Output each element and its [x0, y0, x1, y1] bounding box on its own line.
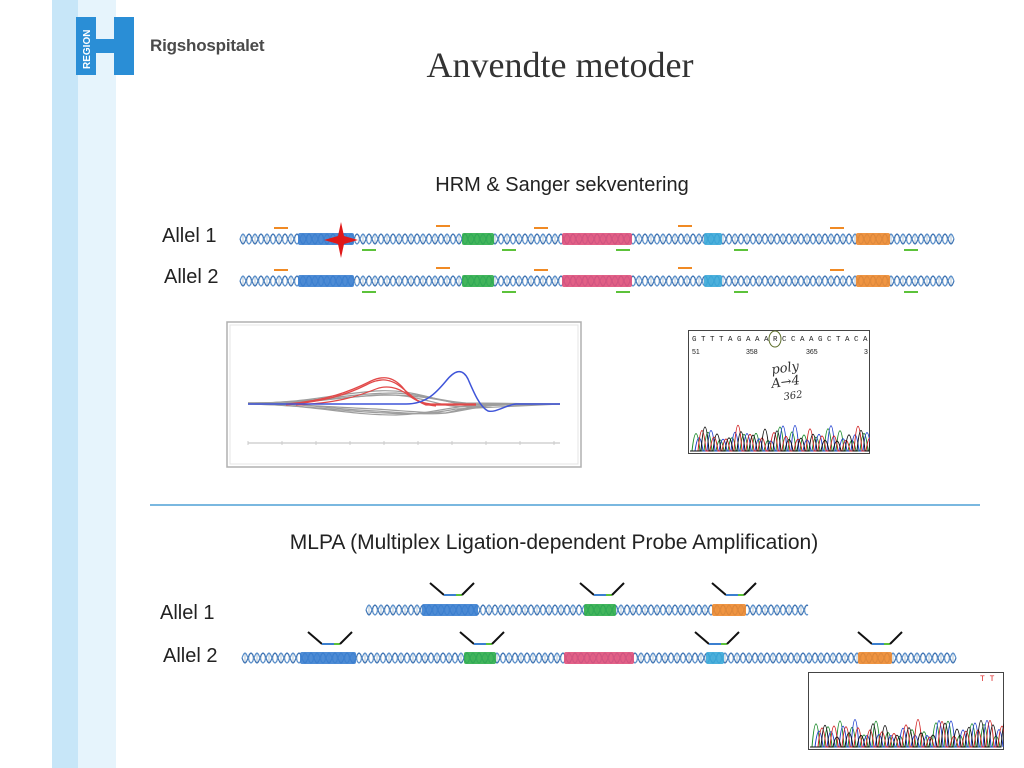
sanger-chromatogram: G T T T A G A A A R C C A A G C T A C A …: [688, 330, 870, 454]
hrm-heading: HRM & Sanger sekventering: [435, 174, 689, 196]
hrm-allel2-label: Allel 2: [164, 266, 219, 288]
left-accent-band: [52, 0, 78, 768]
mlpa-allel1-strand: [365, 604, 809, 616]
mutation-star-icon: [324, 222, 358, 258]
mlpa-allel2-strand: [241, 652, 957, 664]
left-accent-band-light: [78, 0, 116, 768]
sanger-traces: [690, 425, 870, 452]
mlpa-allel1-label: Allel 1: [160, 602, 215, 624]
sanger-position-3: 365: [806, 349, 818, 356]
mini-chromatogram-traces: [810, 719, 1004, 748]
mlpa-allel2-label: Allel 2: [163, 645, 218, 667]
annotation-line-2: A→4: [769, 373, 800, 392]
slide-title: Anvendte metoder: [426, 45, 694, 85]
hrm-melt-curve-plot: [226, 321, 582, 468]
annotation-line-3: 362: [783, 389, 803, 403]
mlpa-heading: MLPA (Multiplex Ligation-dependent Probe…: [289, 531, 819, 554]
hrm-allel2-strand: [239, 267, 955, 293]
hrm-allel1-strand: [239, 225, 955, 251]
logo-badge-text: REGION: [82, 30, 93, 69]
sanger-position-1: 51: [692, 349, 700, 356]
annotation-line-1: poly: [770, 359, 800, 378]
hrm-allel1-label: Allel 1: [162, 225, 217, 247]
mini-chromatogram: T T: [808, 672, 1004, 750]
sanger-position-4: 3: [864, 349, 868, 356]
region-h-logo: REGION: [76, 17, 134, 75]
mini-chromatogram-label: T T: [980, 675, 995, 684]
organization-name: Rigshospitalet: [150, 36, 265, 55]
section-divider: [150, 504, 980, 506]
sanger-position-2: 358: [746, 349, 758, 356]
